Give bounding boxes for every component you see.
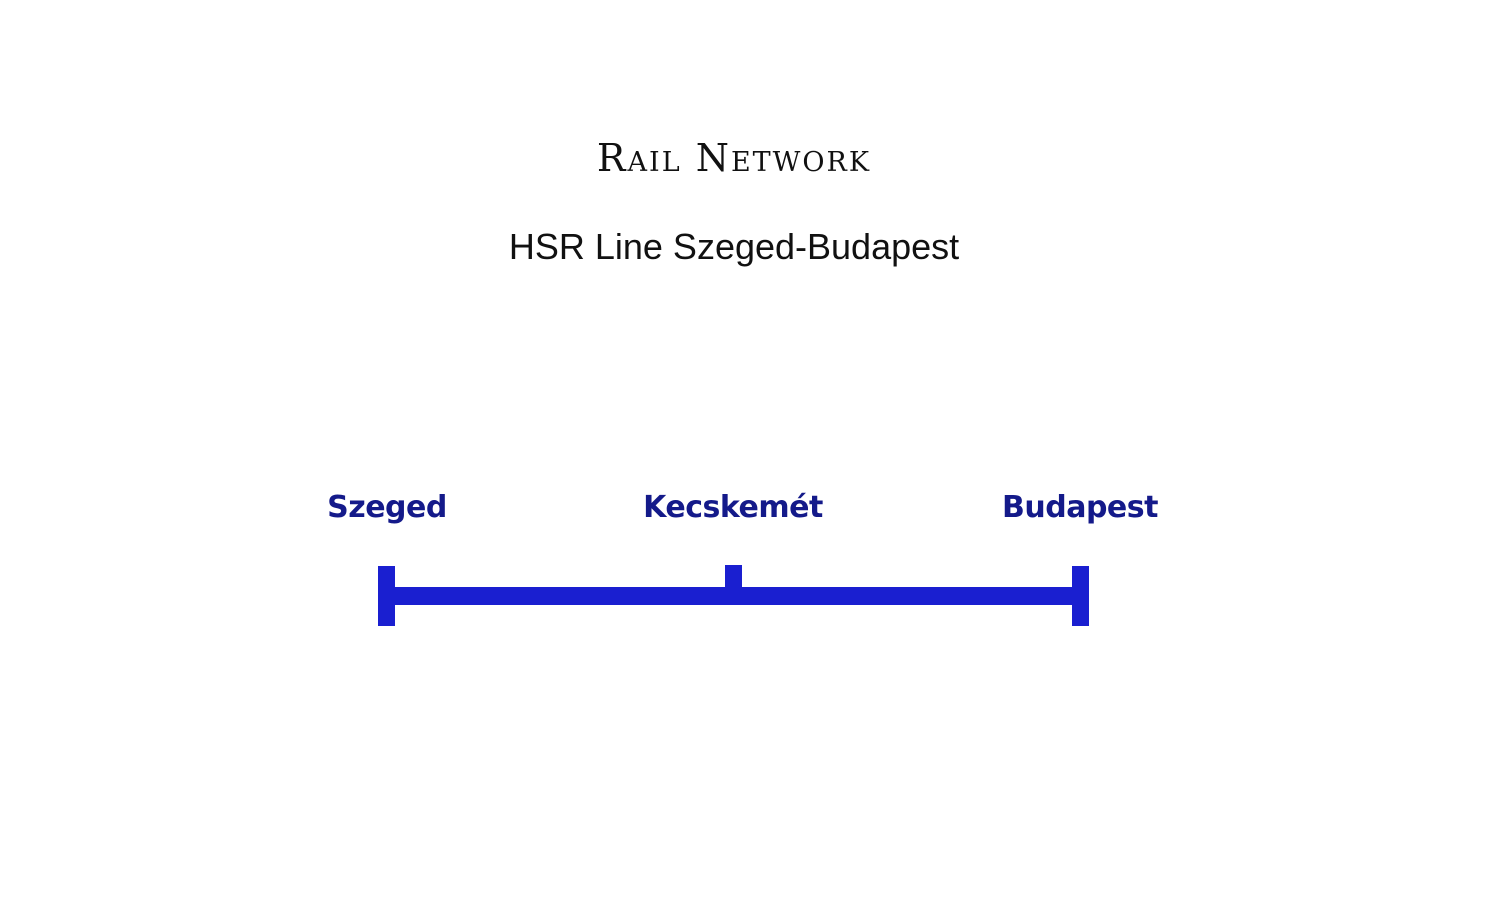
station-label-budapest: Budapest: [1002, 490, 1158, 525]
station-label-kecskemet: Kecskemét: [643, 490, 823, 525]
station-label-szeged: Szeged: [327, 490, 447, 525]
terminus-marker-budapest: [1072, 566, 1089, 626]
station-tick-kecskemet: [725, 565, 742, 595]
line-subtitle: HSR Line Szeged-Budapest: [508, 226, 960, 267]
terminus-marker-szeged: [378, 566, 395, 626]
track-line: [378, 587, 1089, 605]
page-title: Rail Network: [596, 136, 872, 180]
